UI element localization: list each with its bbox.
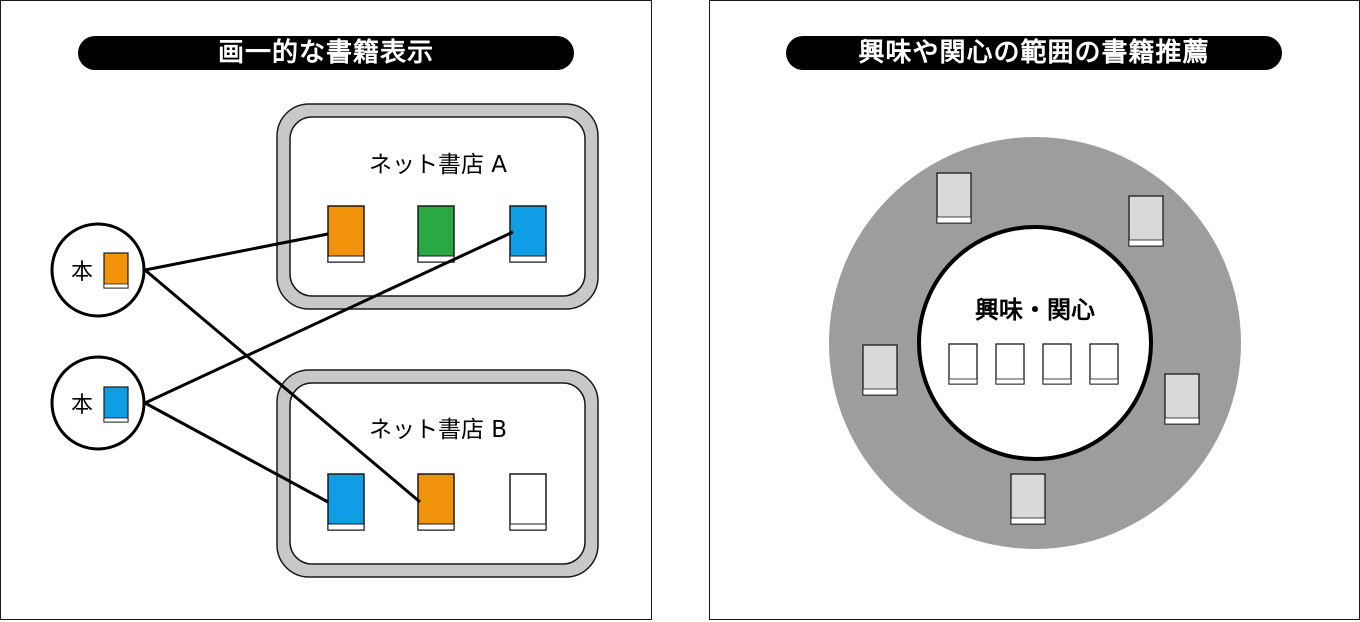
connector-line xyxy=(144,401,329,504)
book-icon xyxy=(1128,195,1164,247)
book-node-label: 本 xyxy=(71,393,93,418)
right-title: 興味や関心の範囲の書籍推薦 xyxy=(786,36,1282,70)
left-title: 画一的な書籍表示 xyxy=(78,36,574,70)
book-icon xyxy=(1042,343,1072,385)
book-icon xyxy=(103,252,129,289)
store-b-label: ネット書店 B xyxy=(369,417,507,443)
book-icon xyxy=(1089,343,1119,385)
book-icon xyxy=(417,205,455,263)
book-icon xyxy=(327,205,365,263)
interest-circle xyxy=(917,225,1153,461)
book-icon xyxy=(862,344,898,396)
connector-line xyxy=(144,268,421,504)
book-node-top: 本 xyxy=(50,222,146,318)
book-icon xyxy=(1010,473,1046,525)
interest-label: 興味・関心 xyxy=(975,296,1095,324)
book-node-bottom: 本 xyxy=(50,355,146,451)
book-icon xyxy=(509,205,547,263)
connector-line xyxy=(144,232,329,272)
book-icon xyxy=(948,343,978,385)
store-a-label: ネット書店 A xyxy=(369,152,507,178)
book-node-label: 本 xyxy=(71,260,93,285)
book-icon xyxy=(1164,373,1200,425)
book-icon xyxy=(509,473,547,531)
connector-line xyxy=(144,230,514,405)
book-icon xyxy=(936,172,972,224)
book-icon xyxy=(995,343,1025,385)
book-icon xyxy=(327,473,365,531)
book-icon xyxy=(417,473,455,531)
book-icon xyxy=(103,386,129,423)
